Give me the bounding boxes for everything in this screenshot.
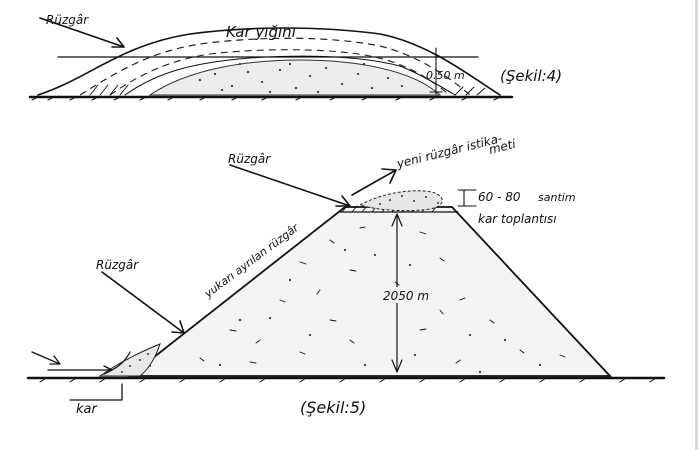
figure-4: Rüzgâr Kar yığını 0.50 m (Şekil:4) [28, 13, 562, 101]
fig5-top-wind-label: Rüzgâr [228, 152, 271, 166]
fig4-wind-arrow [39, 17, 125, 48]
fig5-new-wind-label-line2: meti [487, 137, 517, 157]
fig5-snow-drift [358, 190, 443, 212]
fig5-ground-hatch [39, 377, 657, 383]
fig5-toe-snow-dots [121, 353, 151, 373]
fig5-top-wind-arrowhead [335, 195, 351, 207]
fig4-wind-arrowhead [111, 37, 125, 48]
fig5-new-wind-label-line1: yeni rüzgâr istika- [394, 131, 503, 171]
fig5-top-wind-arrow [229, 164, 351, 207]
fig4-base-hatch [89, 84, 486, 96]
fig5-new-wind-arrowhead [381, 168, 397, 184]
fig4-caption: (Şekil:4) [500, 67, 562, 85]
fig5-new-wind-arrow [351, 169, 397, 196]
fig4-snow-layer-2 [109, 49, 451, 96]
fig5-drift-unit-label: santim [538, 191, 576, 204]
fig5-low-wind-arrow-1 [31, 351, 61, 365]
fig4-ground-hatch [31, 96, 501, 101]
fig4-wind-label: Rüzgâr [46, 13, 89, 27]
fig5-height-arrowheads [391, 213, 403, 373]
fig5-side-wind-label: Rüzgâr [96, 258, 139, 272]
fig5-drift-depth-label: 60 - 80 [478, 190, 521, 204]
fig5-embankment [127, 206, 613, 377]
fig4-depth-label: 0.50 m [426, 69, 465, 82]
fig5-drift-label: kar toplantısı [478, 212, 557, 226]
fig5-side-wind-arrowhead [171, 320, 185, 334]
fig4-depth-dimension [427, 47, 445, 95]
fig5-embankment-dots [218, 248, 542, 374]
fig5-low-wind-curve [111, 351, 131, 371]
page-edge [695, 0, 698, 450]
fig5-snow-pointer [69, 383, 123, 401]
fig5-height-label-bg [378, 287, 440, 303]
fig5-height-label: 2050 m [383, 289, 429, 303]
fig4-embankment [148, 59, 442, 96]
fig4-snow-pile-label: Kar yığını [226, 23, 296, 41]
fig5-caption: (Şekil:5) [300, 398, 366, 417]
fig4-snow-layer-1 [79, 37, 471, 96]
fig5-low-wind-arrow-2 [47, 365, 113, 375]
fig5-drift-dimension [457, 189, 477, 207]
figure-5: 60 - 80 santim kar toplantısı Rüzgâr yen… [26, 131, 666, 417]
fig5-snow-label: kar [76, 402, 98, 417]
fig5-side-wind-arrow [101, 271, 185, 334]
fig4-snow-layer-3 [124, 55, 456, 96]
fig5-snow-drift-dots [379, 195, 439, 205]
fig4-embankment-texture [198, 62, 404, 94]
